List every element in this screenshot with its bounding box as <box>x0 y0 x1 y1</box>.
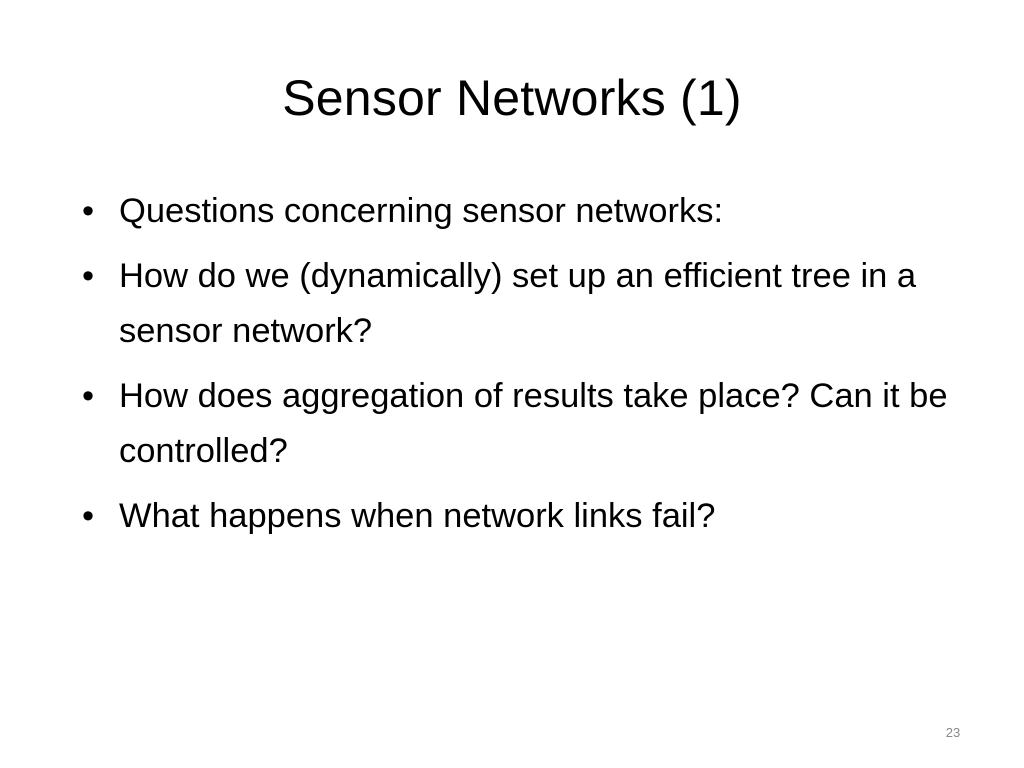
bullet-marker: • <box>82 377 95 415</box>
bullet-marker: • <box>82 192 95 230</box>
bullet-text: How do we (dynamically) set up an effici… <box>119 257 917 350</box>
bullet-text: Questions concerning sensor networks: <box>119 192 724 230</box>
bullet-item: • Questions concerning sensor networks: <box>82 184 1012 239</box>
bullet-text: How does aggregation of results take pla… <box>119 377 948 470</box>
slide-title: Sensor Networks (1) <box>282 70 742 126</box>
bullet-item: • How do we (dynamically) set up an effi… <box>82 249 1012 359</box>
bullet-list: • Questions concerning sensor networks: … <box>82 184 1012 554</box>
bullet-marker: • <box>82 257 95 295</box>
bullet-item: • What happens when network links fail? <box>82 489 1012 544</box>
bullet-marker: • <box>82 497 95 535</box>
page-number: 23 <box>945 725 961 740</box>
bullet-text: What happens when network links fail? <box>119 497 716 535</box>
bullet-item: • How does aggregation of results take p… <box>82 369 1012 479</box>
